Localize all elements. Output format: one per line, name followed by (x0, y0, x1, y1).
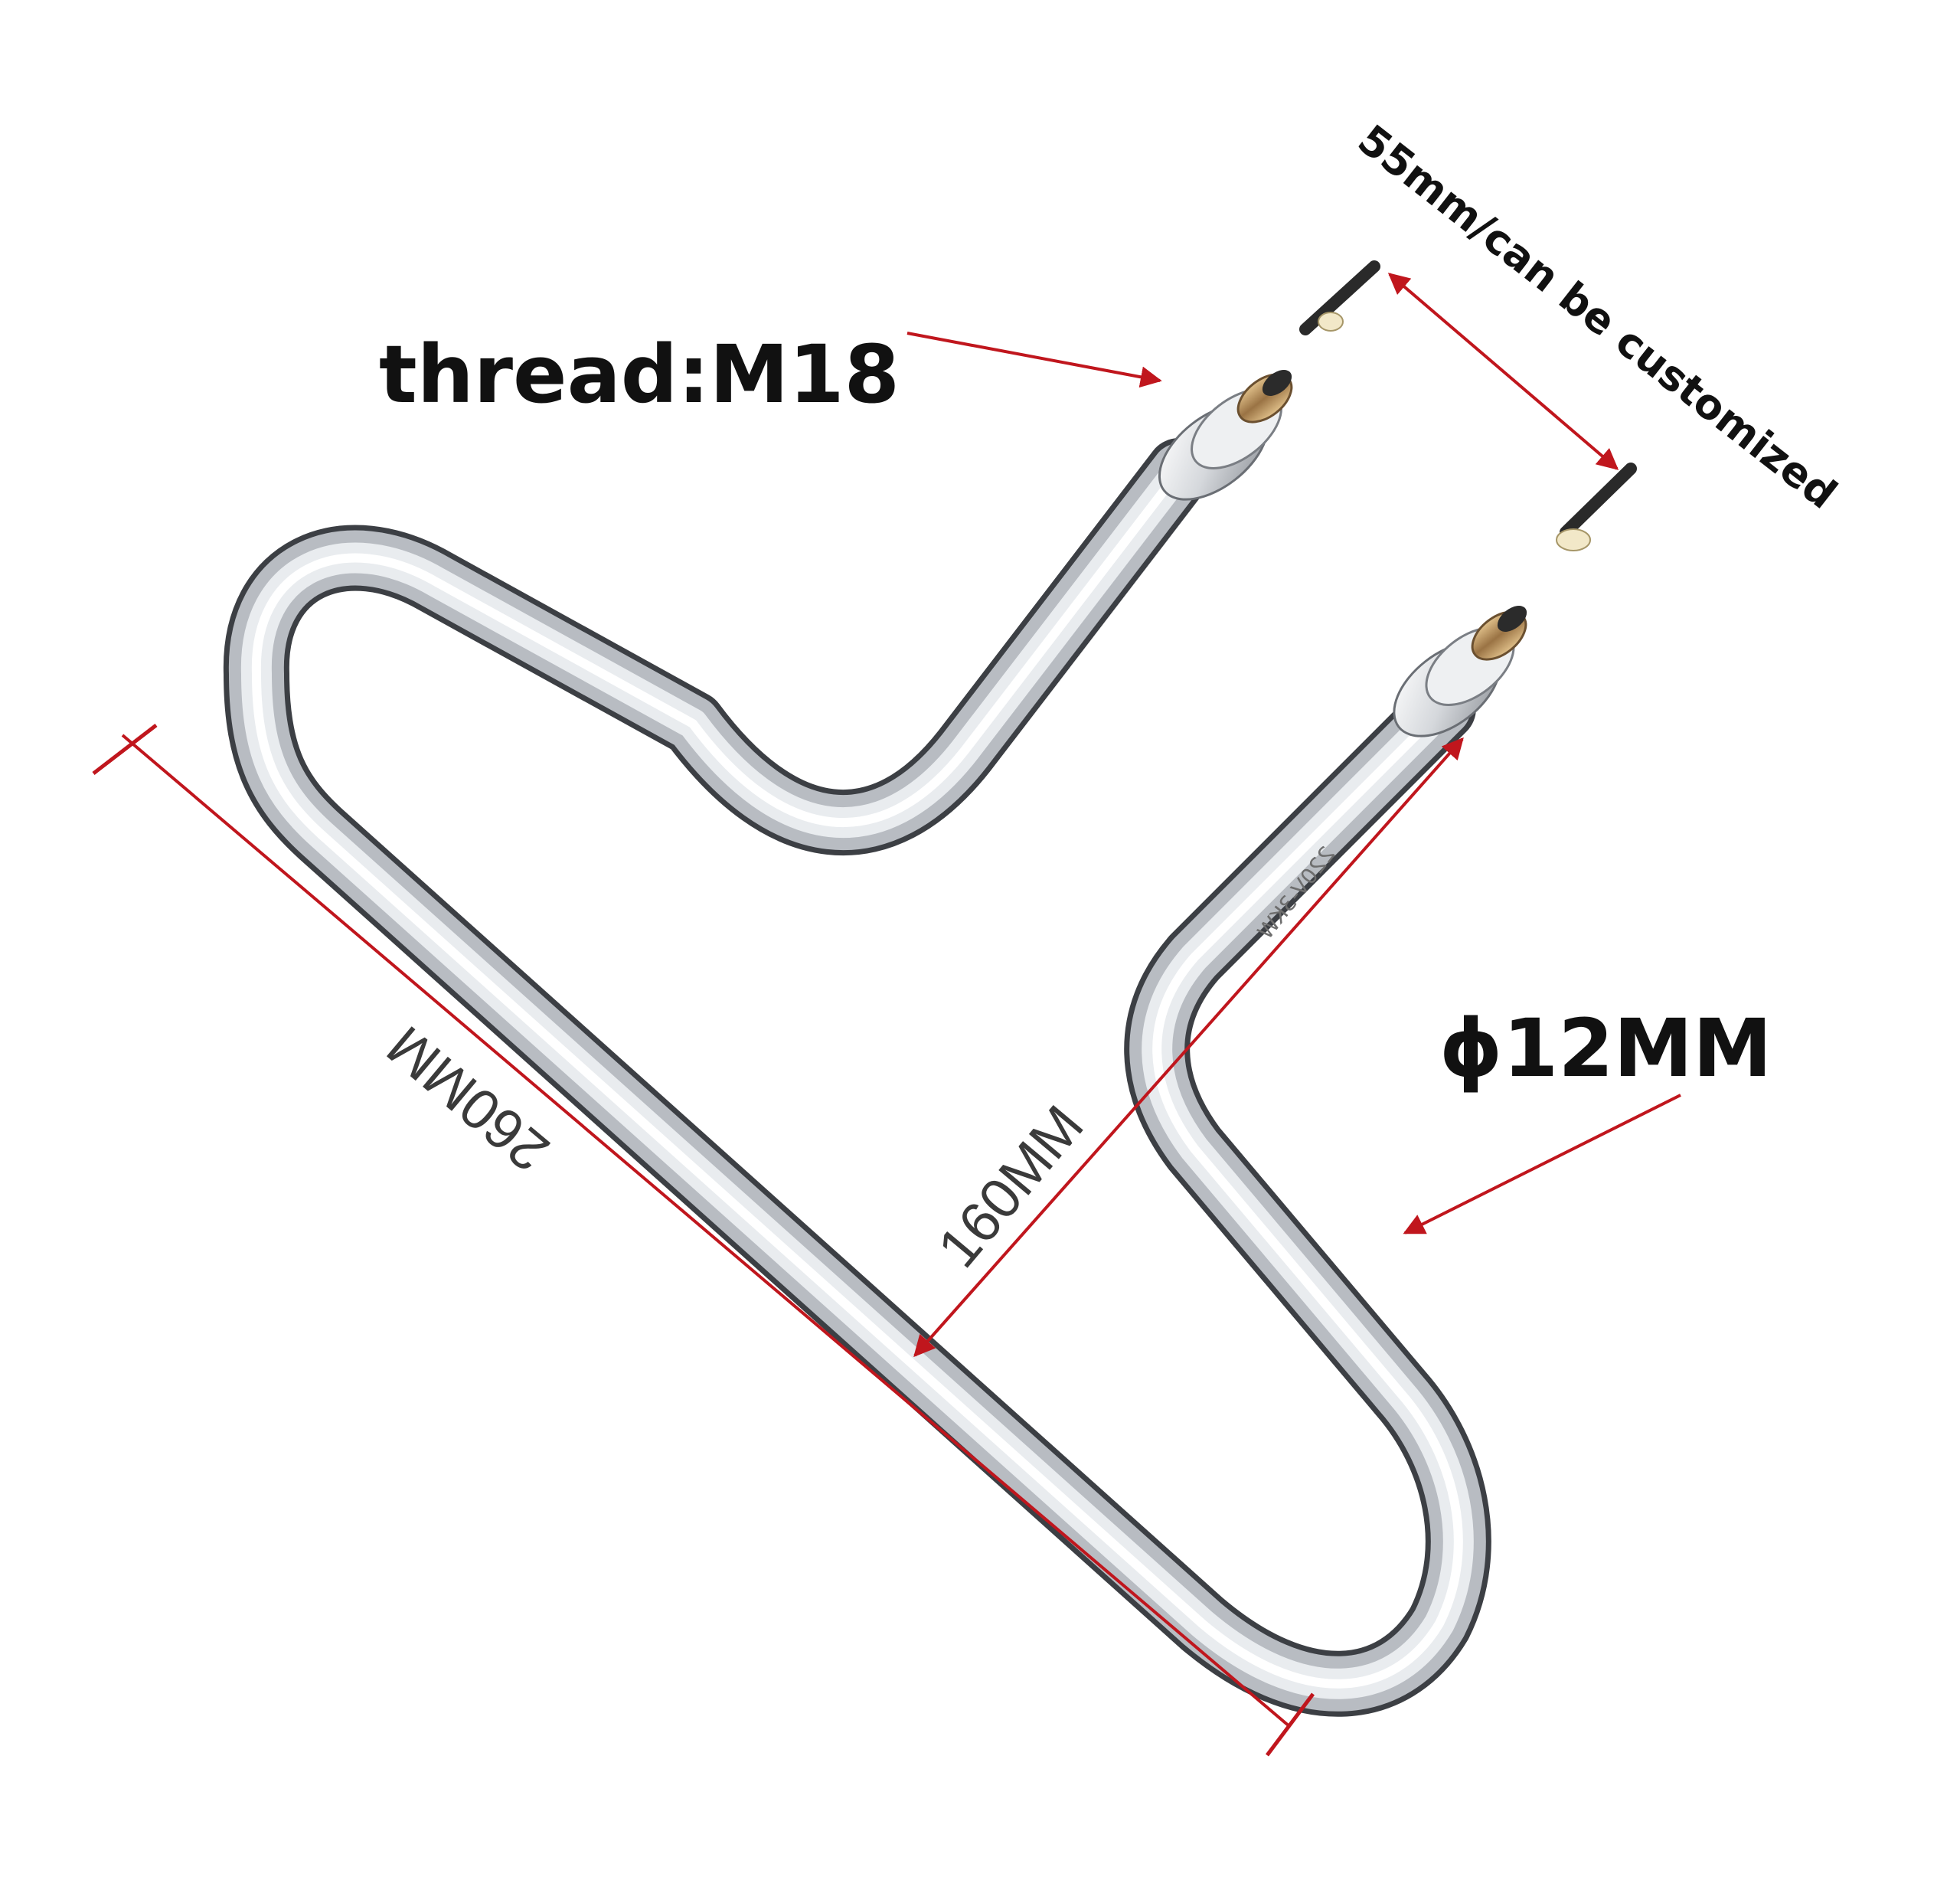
terminal-insulator (1556, 528, 1591, 551)
right-terminal-pin (1556, 463, 1637, 551)
terminal-insulator (1318, 312, 1344, 332)
left-terminal-pin (1299, 260, 1380, 335)
diameter-label: ϕ12MM (1439, 1002, 1772, 1095)
terminal-core (1497, 606, 1527, 632)
terminal-length-dimension (1387, 273, 1619, 470)
width-dimension (913, 737, 1464, 1358)
left-terminal (1158, 370, 1293, 501)
right-terminal (1393, 606, 1527, 737)
terminal-pin-icon (1299, 260, 1380, 335)
length-dimension (92, 724, 1315, 1757)
thread-arrow (906, 332, 1162, 388)
terminal-core (1262, 370, 1292, 396)
thread-label: thread:M18 (379, 328, 900, 421)
terminal-pin-icon (1560, 463, 1637, 538)
